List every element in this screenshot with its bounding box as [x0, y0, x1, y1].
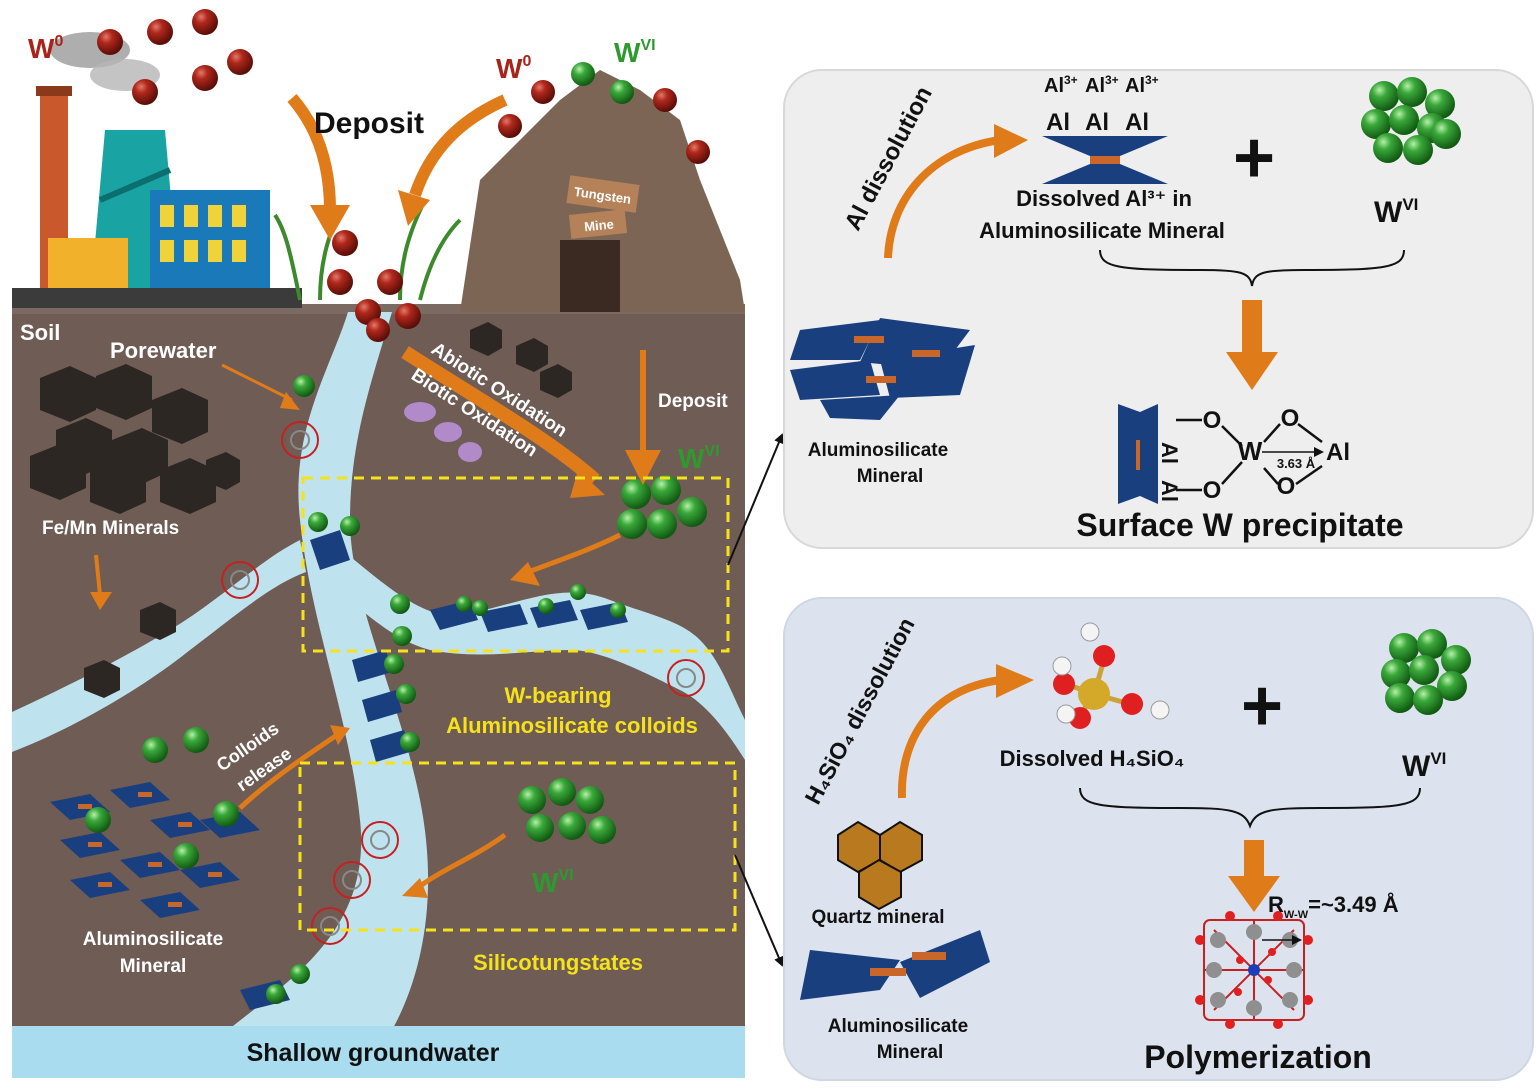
- mine-sign-label: Mine: [583, 216, 614, 234]
- right-branch-channel: [322, 540, 745, 760]
- al-site-3: Al: [1125, 109, 1149, 136]
- w0-factory-label: W0: [28, 33, 63, 64]
- silicotungstates-label: Silicotungstates: [473, 950, 643, 975]
- aluminosilicate-label-1: Aluminosilicate: [83, 929, 223, 950]
- deposit-mid-label: Deposit: [658, 391, 728, 412]
- groundwater-label: Shallow groundwater: [247, 1039, 500, 1067]
- bottom-panel: H₄SiO₄ dissolution + Dissolved H₄SiO₄ WV…: [783, 597, 1534, 1081]
- aluminosilicate-top-label-1: Aluminosilicate: [808, 440, 948, 461]
- al3-ion-3: Al3+: [1125, 73, 1159, 97]
- left-branch-channel: [12, 540, 306, 752]
- w-label-complex: W: [1238, 436, 1263, 466]
- dissolved-al-label-1: Dissolved Al³⁺ in: [1016, 186, 1192, 211]
- wvi-mid-label: WVI: [678, 443, 720, 474]
- dissolved-al-label-2: Aluminosilicate Mineral: [979, 218, 1225, 243]
- al-site-1: Al: [1046, 109, 1070, 136]
- femn-minerals: [30, 322, 572, 698]
- wvi-low-label: WVI: [532, 867, 574, 898]
- wvi-particles: [85, 62, 707, 1004]
- connector-to-top-panel: [727, 433, 784, 566]
- factory-illustration: [12, 32, 302, 308]
- h4sio4-dissolution-arrowhead: [996, 664, 1034, 698]
- tungsten-mine-illustration: [460, 70, 745, 312]
- groundwater-band: [12, 1026, 745, 1078]
- o-label-2: O: [1203, 477, 1222, 504]
- al-complex-2: Al: [1157, 480, 1182, 502]
- w-bearing-label-1: W-bearing: [504, 683, 611, 708]
- flow-arrows: [94, 94, 646, 892]
- channel-colloids: [240, 530, 628, 1010]
- wvi-label-bottom: WVI: [1402, 749, 1446, 783]
- keggin-structure: [1195, 911, 1313, 1029]
- quartz-label: Quartz mineral: [811, 907, 944, 928]
- al-site-2: Al: [1085, 109, 1109, 136]
- aluminosilicate-bottom-label-2: Mineral: [877, 1042, 944, 1063]
- porewater-label: Porewater: [110, 338, 217, 363]
- aluminosilicate-top-label-2: Mineral: [857, 466, 924, 487]
- aluminosilicate-mineral-cluster: [50, 782, 260, 918]
- down-arrow-shaft-top: [1242, 300, 1262, 354]
- o-label-1: O: [1203, 407, 1222, 434]
- surface-w-precipitate-title: Surface W precipitate: [1076, 507, 1403, 543]
- al-dissolution-arrowhead: [994, 124, 1028, 158]
- deposit-top-label: Deposit: [314, 107, 424, 140]
- soil-label: Soil: [20, 320, 60, 345]
- plus-sign-bottom: +: [1241, 666, 1283, 746]
- microbes: [404, 402, 482, 462]
- quartz-mineral-shape: [837, 820, 923, 911]
- dissolved-mineral-shape: [1042, 136, 1168, 184]
- h4sio4-molecule: [1052, 622, 1170, 729]
- al3-ion-1: Al3+: [1044, 73, 1078, 97]
- down-arrow-head-bottom: [1228, 876, 1280, 912]
- wvi-label-top: WVI: [1374, 195, 1418, 229]
- w0-particles: [97, 9, 710, 342]
- silicotungstate-highlight-box: [298, 761, 737, 932]
- left-scene: W0 W0 WVI Deposit Tungsten Mine Soil Por…: [12, 9, 784, 1078]
- rww-label: RW-W=~3.49 Å: [1268, 891, 1399, 921]
- distance-363-label: 3.63 Å: [1277, 456, 1316, 471]
- plants-illustration: [273, 199, 462, 301]
- top-panel: Al dissolution Al3+ Al3+ Al3+ Al Al Al +…: [783, 69, 1534, 549]
- al3-ion-2: Al3+: [1085, 73, 1119, 97]
- al-dissolution-arrow: [884, 136, 1001, 259]
- h4sio4-dissolution-arrow: [897, 676, 1001, 799]
- plus-sign-top: +: [1233, 118, 1275, 198]
- wvi-mine-label: WVI: [614, 37, 656, 68]
- connector-to-bottom-panel: [734, 854, 784, 967]
- silicotungstate-clusters: [221, 421, 705, 945]
- al-complex-1: Al: [1157, 442, 1182, 464]
- femn-label: Fe/Mn Minerals: [42, 518, 179, 539]
- aluminosilicate-bottom-label-1: Aluminosilicate: [828, 1016, 968, 1037]
- dissolved-h4sio4-label: Dissolved H₄SiO₄: [1000, 746, 1185, 771]
- down-arrow-head-top: [1226, 352, 1278, 390]
- o-label-4: O: [1277, 473, 1296, 500]
- polymerization-title: Polymerization: [1144, 1039, 1372, 1075]
- al-label-complex: Al: [1326, 439, 1350, 466]
- o-label-3: O: [1281, 405, 1300, 432]
- wvi-cluster-bottom: [1381, 629, 1471, 715]
- wvi-cluster-top: [1361, 77, 1461, 165]
- w-bearing-label-2: Aluminosilicate colloids: [446, 713, 698, 738]
- aluminosilicate-stack-top: [790, 318, 975, 420]
- surface-complex-structure: [1118, 404, 1324, 504]
- aluminosilicate-shape-bottom: [800, 930, 990, 1000]
- porewater-channel: [228, 312, 429, 1030]
- down-arrow-shaft-bottom: [1244, 840, 1264, 878]
- w0-mine-label: W0: [496, 53, 531, 84]
- combine-brace-bottom: [1079, 787, 1421, 829]
- aluminosilicate-label-2: Mineral: [120, 956, 187, 977]
- combine-brace-top: [1099, 249, 1405, 287]
